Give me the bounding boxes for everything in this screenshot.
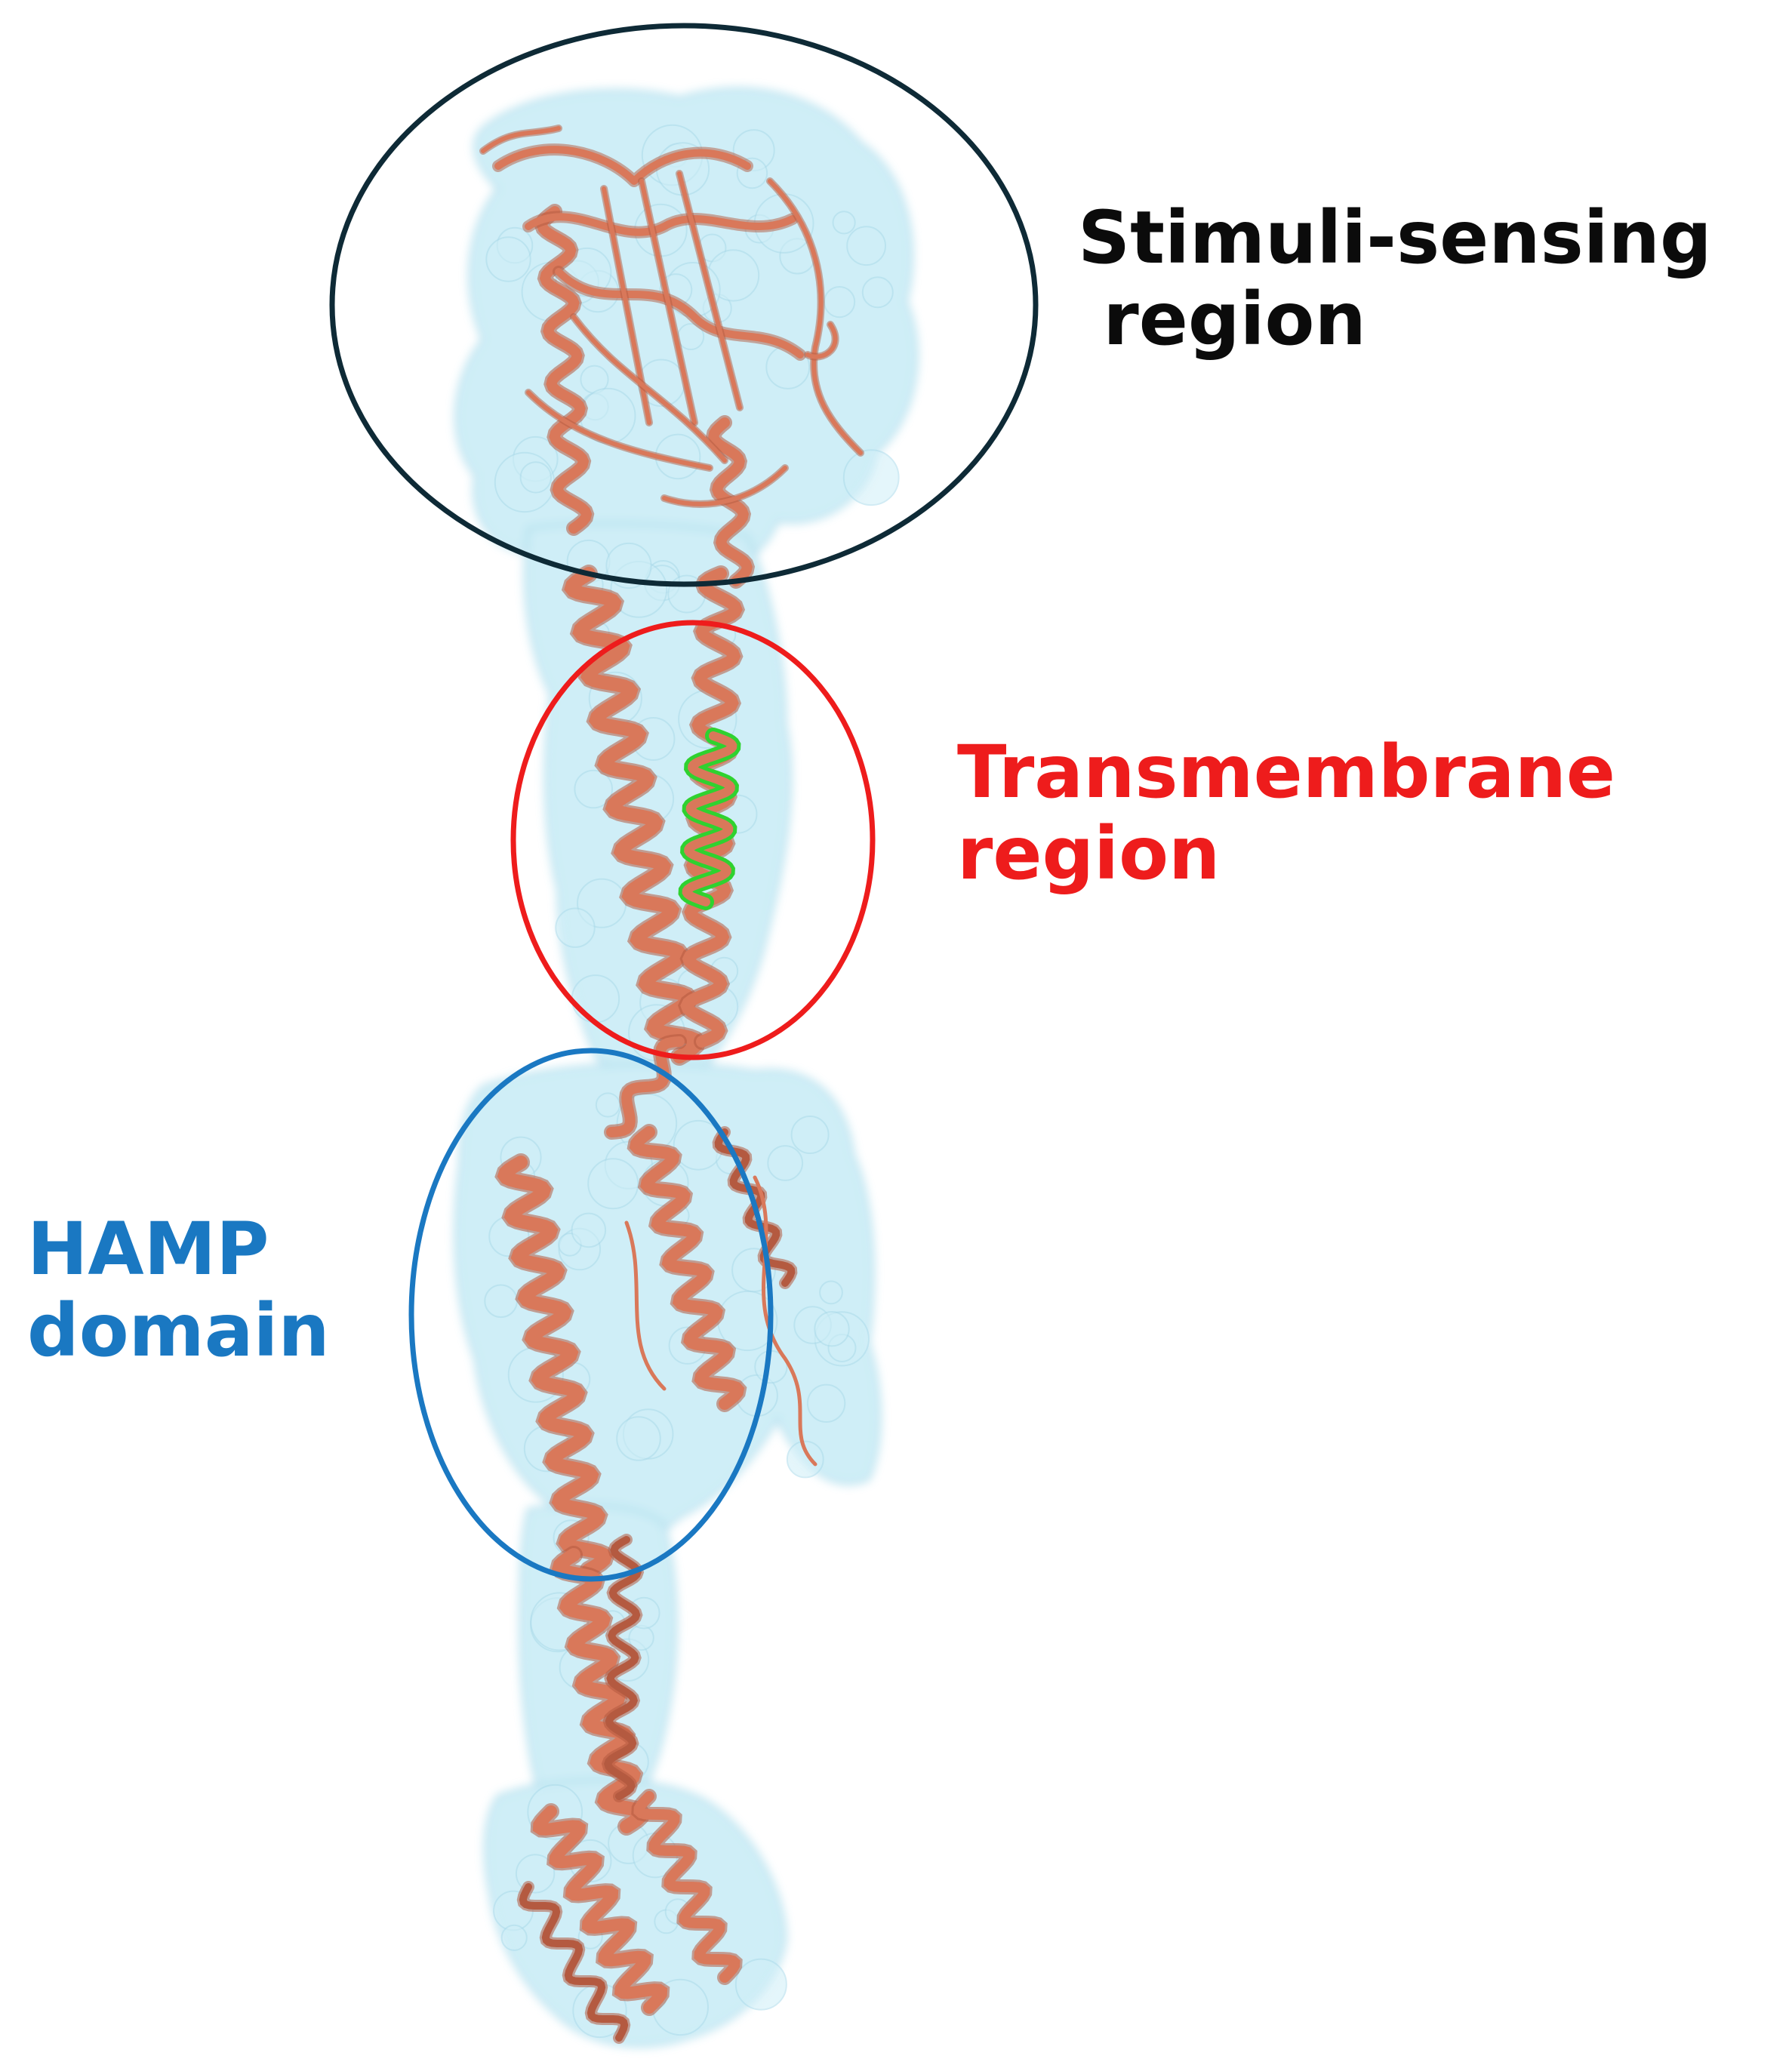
stimuli-sensing-region-label: Stimuli-sensing region: [1078, 195, 1712, 362]
hamp-label-line2: domain: [27, 1288, 330, 1373]
transmembrane-region-label: Transmembrane region: [957, 730, 1616, 896]
hamp-label-line1: HAMP: [27, 1207, 269, 1291]
hamp-domain-ellipse: [408, 1048, 774, 1582]
stimuli-label-line1: Stimuli-sensing: [1078, 195, 1712, 280]
transmembrane-label-line2: region: [957, 811, 1221, 896]
sensing-domain-ribbons: [479, 125, 864, 1467]
transmembrane-ellipse: [510, 620, 876, 1060]
stimuli-label-line2: region: [1078, 276, 1366, 362]
stimuli-sensing-ellipse: [329, 23, 1039, 587]
ribbon-helices: [494, 204, 798, 2044]
transmembrane-label-line1: Transmembrane: [957, 730, 1616, 814]
highlighted-helix: [678, 728, 741, 910]
hamp-domain-label: HAMP domain: [27, 1207, 330, 1373]
